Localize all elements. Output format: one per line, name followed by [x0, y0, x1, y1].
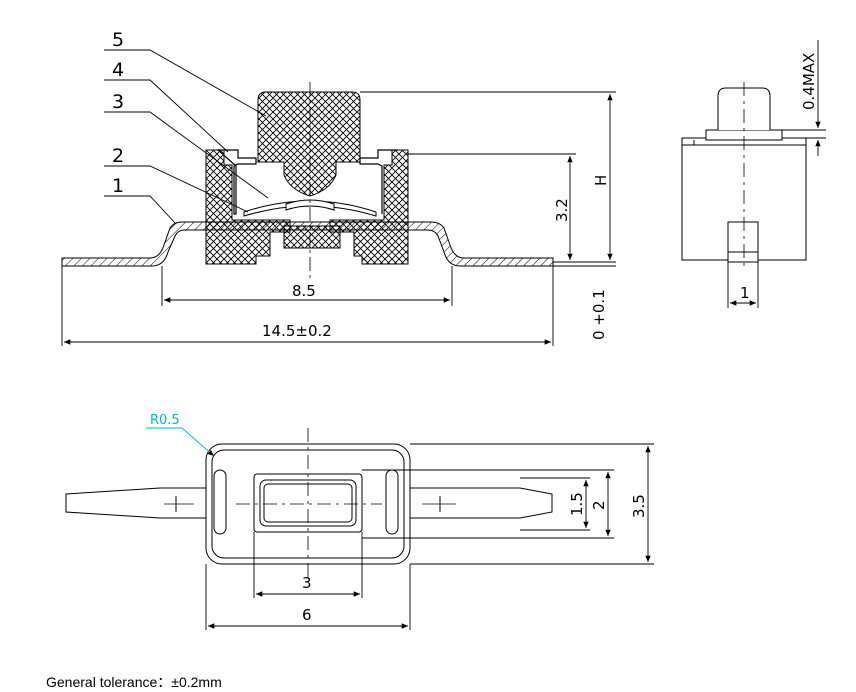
- callout-3: 3: [112, 91, 124, 113]
- side-view: [681, 40, 826, 308]
- dim-8-5: 8.5: [292, 282, 316, 300]
- actuator-stem: [257, 91, 361, 197]
- dim-14-5: 14.5±0.2: [262, 322, 332, 340]
- dim-6: 6: [302, 606, 312, 624]
- callout-5: 5: [112, 29, 124, 51]
- dome-spring: [243, 200, 377, 217]
- general-tolerance-note: General tolerance：±0.2mm: [46, 674, 222, 690]
- callout-4: 4: [112, 59, 124, 81]
- dim-0-4-max: 0.4MAX: [800, 53, 818, 110]
- dim-3-2: 3.2: [553, 198, 571, 222]
- callout-leaders: [104, 49, 269, 225]
- base-center: [283, 225, 341, 249]
- contact-disc: [285, 199, 335, 211]
- dim-2: 2: [590, 500, 608, 510]
- cover-plate: [216, 149, 257, 215]
- radius-callout: R0.5: [146, 413, 215, 457]
- dim-r0-5: R0.5: [150, 413, 180, 428]
- dim-3: 3: [302, 574, 312, 592]
- dim-H: H: [592, 175, 610, 186]
- callout-2: 2: [112, 145, 124, 167]
- dim-3-5: 3.5: [630, 494, 648, 518]
- dim-1-5: 1.5: [568, 492, 586, 516]
- dim-tolerance: 0 +0.1: [590, 289, 608, 340]
- top-view: [65, 428, 654, 630]
- dim-side-1: 1: [740, 284, 750, 302]
- callout-1: 1: [112, 175, 124, 197]
- cross-section-view: 5 4 3 2 1 8.5 14.5±0.2 3.2 H 0 +0.1: [61, 29, 616, 346]
